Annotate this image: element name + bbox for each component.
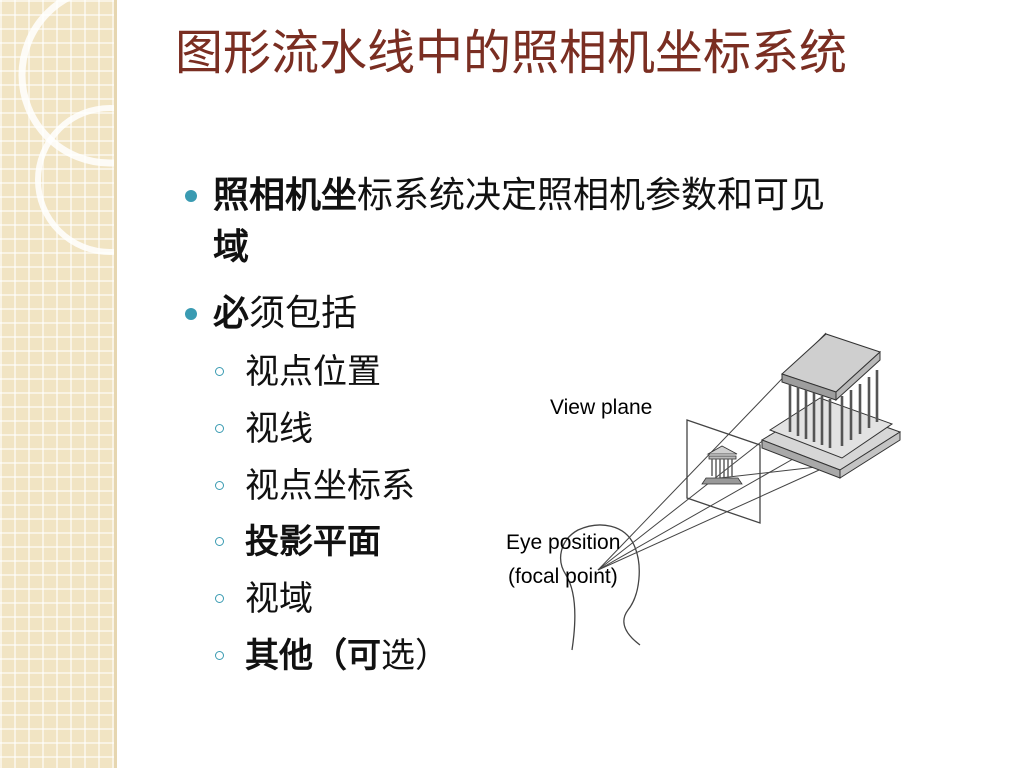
view-plane <box>686 419 761 524</box>
bullet-dot <box>185 190 197 202</box>
decorative-sidebar <box>0 0 114 768</box>
greek-temple <box>760 333 902 479</box>
bullet-ring <box>215 651 224 660</box>
bullet-ring <box>215 367 224 376</box>
slide-title: 图形流水线中的照相机坐标系统 <box>175 25 848 81</box>
bullet-ring <box>215 424 224 433</box>
sidebar-edge <box>114 0 117 768</box>
eye-position-label: Eye position <box>506 531 621 554</box>
bullet-dot <box>185 308 197 320</box>
view-plane-label: View plane <box>550 396 653 419</box>
decorative-circles <box>18 0 114 255</box>
focal-point-label: (focal point) <box>508 565 618 588</box>
viewer-head-outline <box>560 524 641 651</box>
projected-temple <box>701 445 743 485</box>
camera-view-diagram <box>560 332 902 651</box>
bullet-ring <box>215 481 224 490</box>
projection-lines <box>597 332 829 571</box>
bullet-ring <box>215 537 224 546</box>
bullet-ring <box>215 594 224 603</box>
